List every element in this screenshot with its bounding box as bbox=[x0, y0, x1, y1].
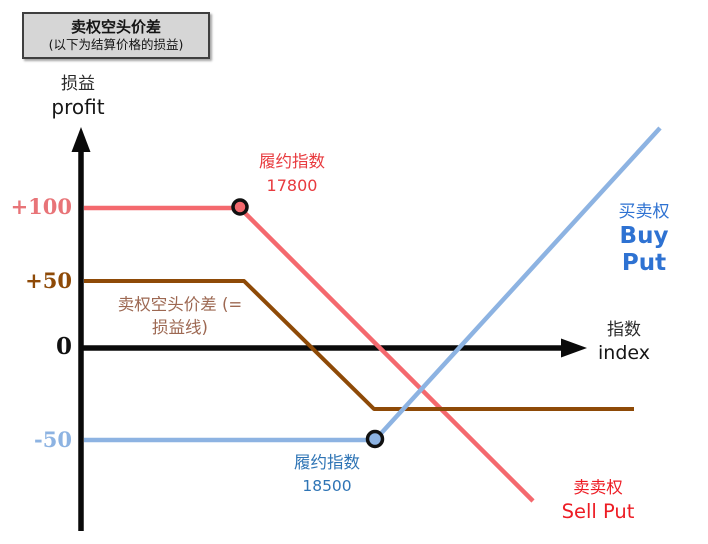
buy-put-strike-annotation: 履约指数 18500 bbox=[294, 452, 360, 496]
y-axis-label-en: profit bbox=[51, 95, 105, 119]
x-axis-arrowhead bbox=[561, 338, 587, 358]
buy-put-legend-zh: 买卖权 bbox=[618, 202, 670, 222]
sell-put-legend-zh: 卖卖权 bbox=[573, 478, 623, 497]
diagram-title: 卖权空头价差 bbox=[70, 18, 161, 36]
y-tick-minus50: -50 bbox=[34, 427, 72, 452]
x-axis-label-zh: 指数 bbox=[606, 320, 641, 340]
title-box: 卖权空头价差 (以下为结算价格的损益) bbox=[22, 12, 210, 59]
x-axis-label: 指数 index bbox=[598, 319, 650, 365]
spread-line-annotation: 卖权空头价差 (= 损益线) bbox=[95, 293, 265, 339]
buy-put-strike-marker bbox=[365, 429, 385, 449]
diagram-subtitle: (以下为结算价格的损益) bbox=[48, 37, 184, 52]
sell-put-strike-value: 17800 bbox=[266, 176, 318, 195]
spread-label-line2: 损益线) bbox=[152, 318, 208, 337]
sell-put-strike-text: 履约指数 bbox=[259, 152, 325, 171]
y-tick-plus50: +50 bbox=[25, 268, 72, 293]
y-axis-label: 损益 profit bbox=[51, 74, 104, 120]
buy-put-legend: 买卖权 Buy Put bbox=[612, 201, 676, 277]
buy-put-strike-value: 18500 bbox=[302, 477, 352, 495]
sell-put-legend: 卖卖权 Sell Put bbox=[562, 477, 635, 525]
x-axis-label-en: index bbox=[598, 342, 650, 364]
buy-put-line bbox=[84, 126, 662, 443]
y-tick-zero: 0 bbox=[55, 333, 72, 360]
spread-label-line1: 卖权空头价差 (= bbox=[117, 295, 243, 314]
sell-put-strike-marker bbox=[231, 198, 249, 216]
spread-line bbox=[84, 279, 634, 411]
buy-put-strike-text: 履约指数 bbox=[294, 453, 360, 472]
sell-put-legend-en: Sell Put bbox=[561, 500, 635, 523]
buy-put-legend-en: Buy Put bbox=[619, 223, 669, 276]
y-axis-arrowhead bbox=[71, 127, 91, 152]
y-tick-plus100: +100 bbox=[10, 194, 72, 219]
marker-layer bbox=[231, 198, 385, 449]
y-axis-label-zh: 损益 bbox=[61, 74, 95, 94]
sell-put-strike-annotation: 履约指数 17800 bbox=[259, 151, 325, 196]
